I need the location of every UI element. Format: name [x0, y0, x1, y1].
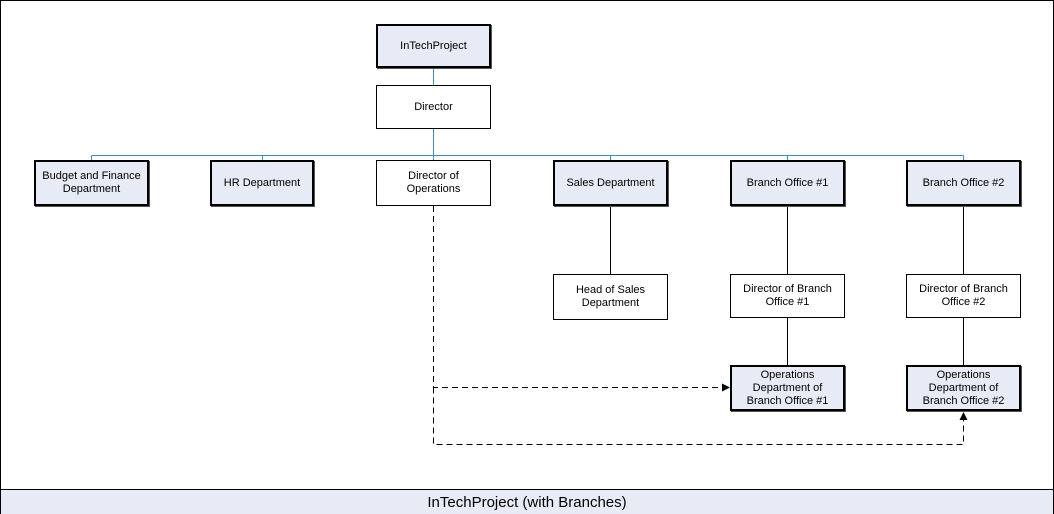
node-root: InTechProject — [376, 24, 491, 68]
node-operations-branch-2: Operations Department of Branch Office #… — [906, 365, 1021, 411]
dashed-link-ops-branch2 — [433, 387, 968, 445]
node-director: Director — [376, 85, 491, 129]
node-operations-branch-1: Operations Department of Branch Office #… — [730, 365, 845, 411]
node-hr: HR Department — [210, 160, 314, 206]
node-director-operations: Director of Operations — [376, 160, 491, 206]
node-budget-finance: Budget and Finance Department — [34, 160, 149, 206]
node-sales: Sales Department — [553, 160, 668, 206]
diagram-caption: InTechProject (with Branches) — [1, 489, 1053, 514]
node-branch-office-1: Branch Office #1 — [730, 160, 845, 206]
node-director-branch-2: Director of Branch Office #2 — [906, 274, 1021, 318]
node-branch-office-2: Branch Office #2 — [906, 160, 1021, 206]
node-director-branch-1: Director of Branch Office #1 — [730, 274, 845, 318]
node-head-of-sales: Head of Sales Department — [553, 274, 668, 320]
